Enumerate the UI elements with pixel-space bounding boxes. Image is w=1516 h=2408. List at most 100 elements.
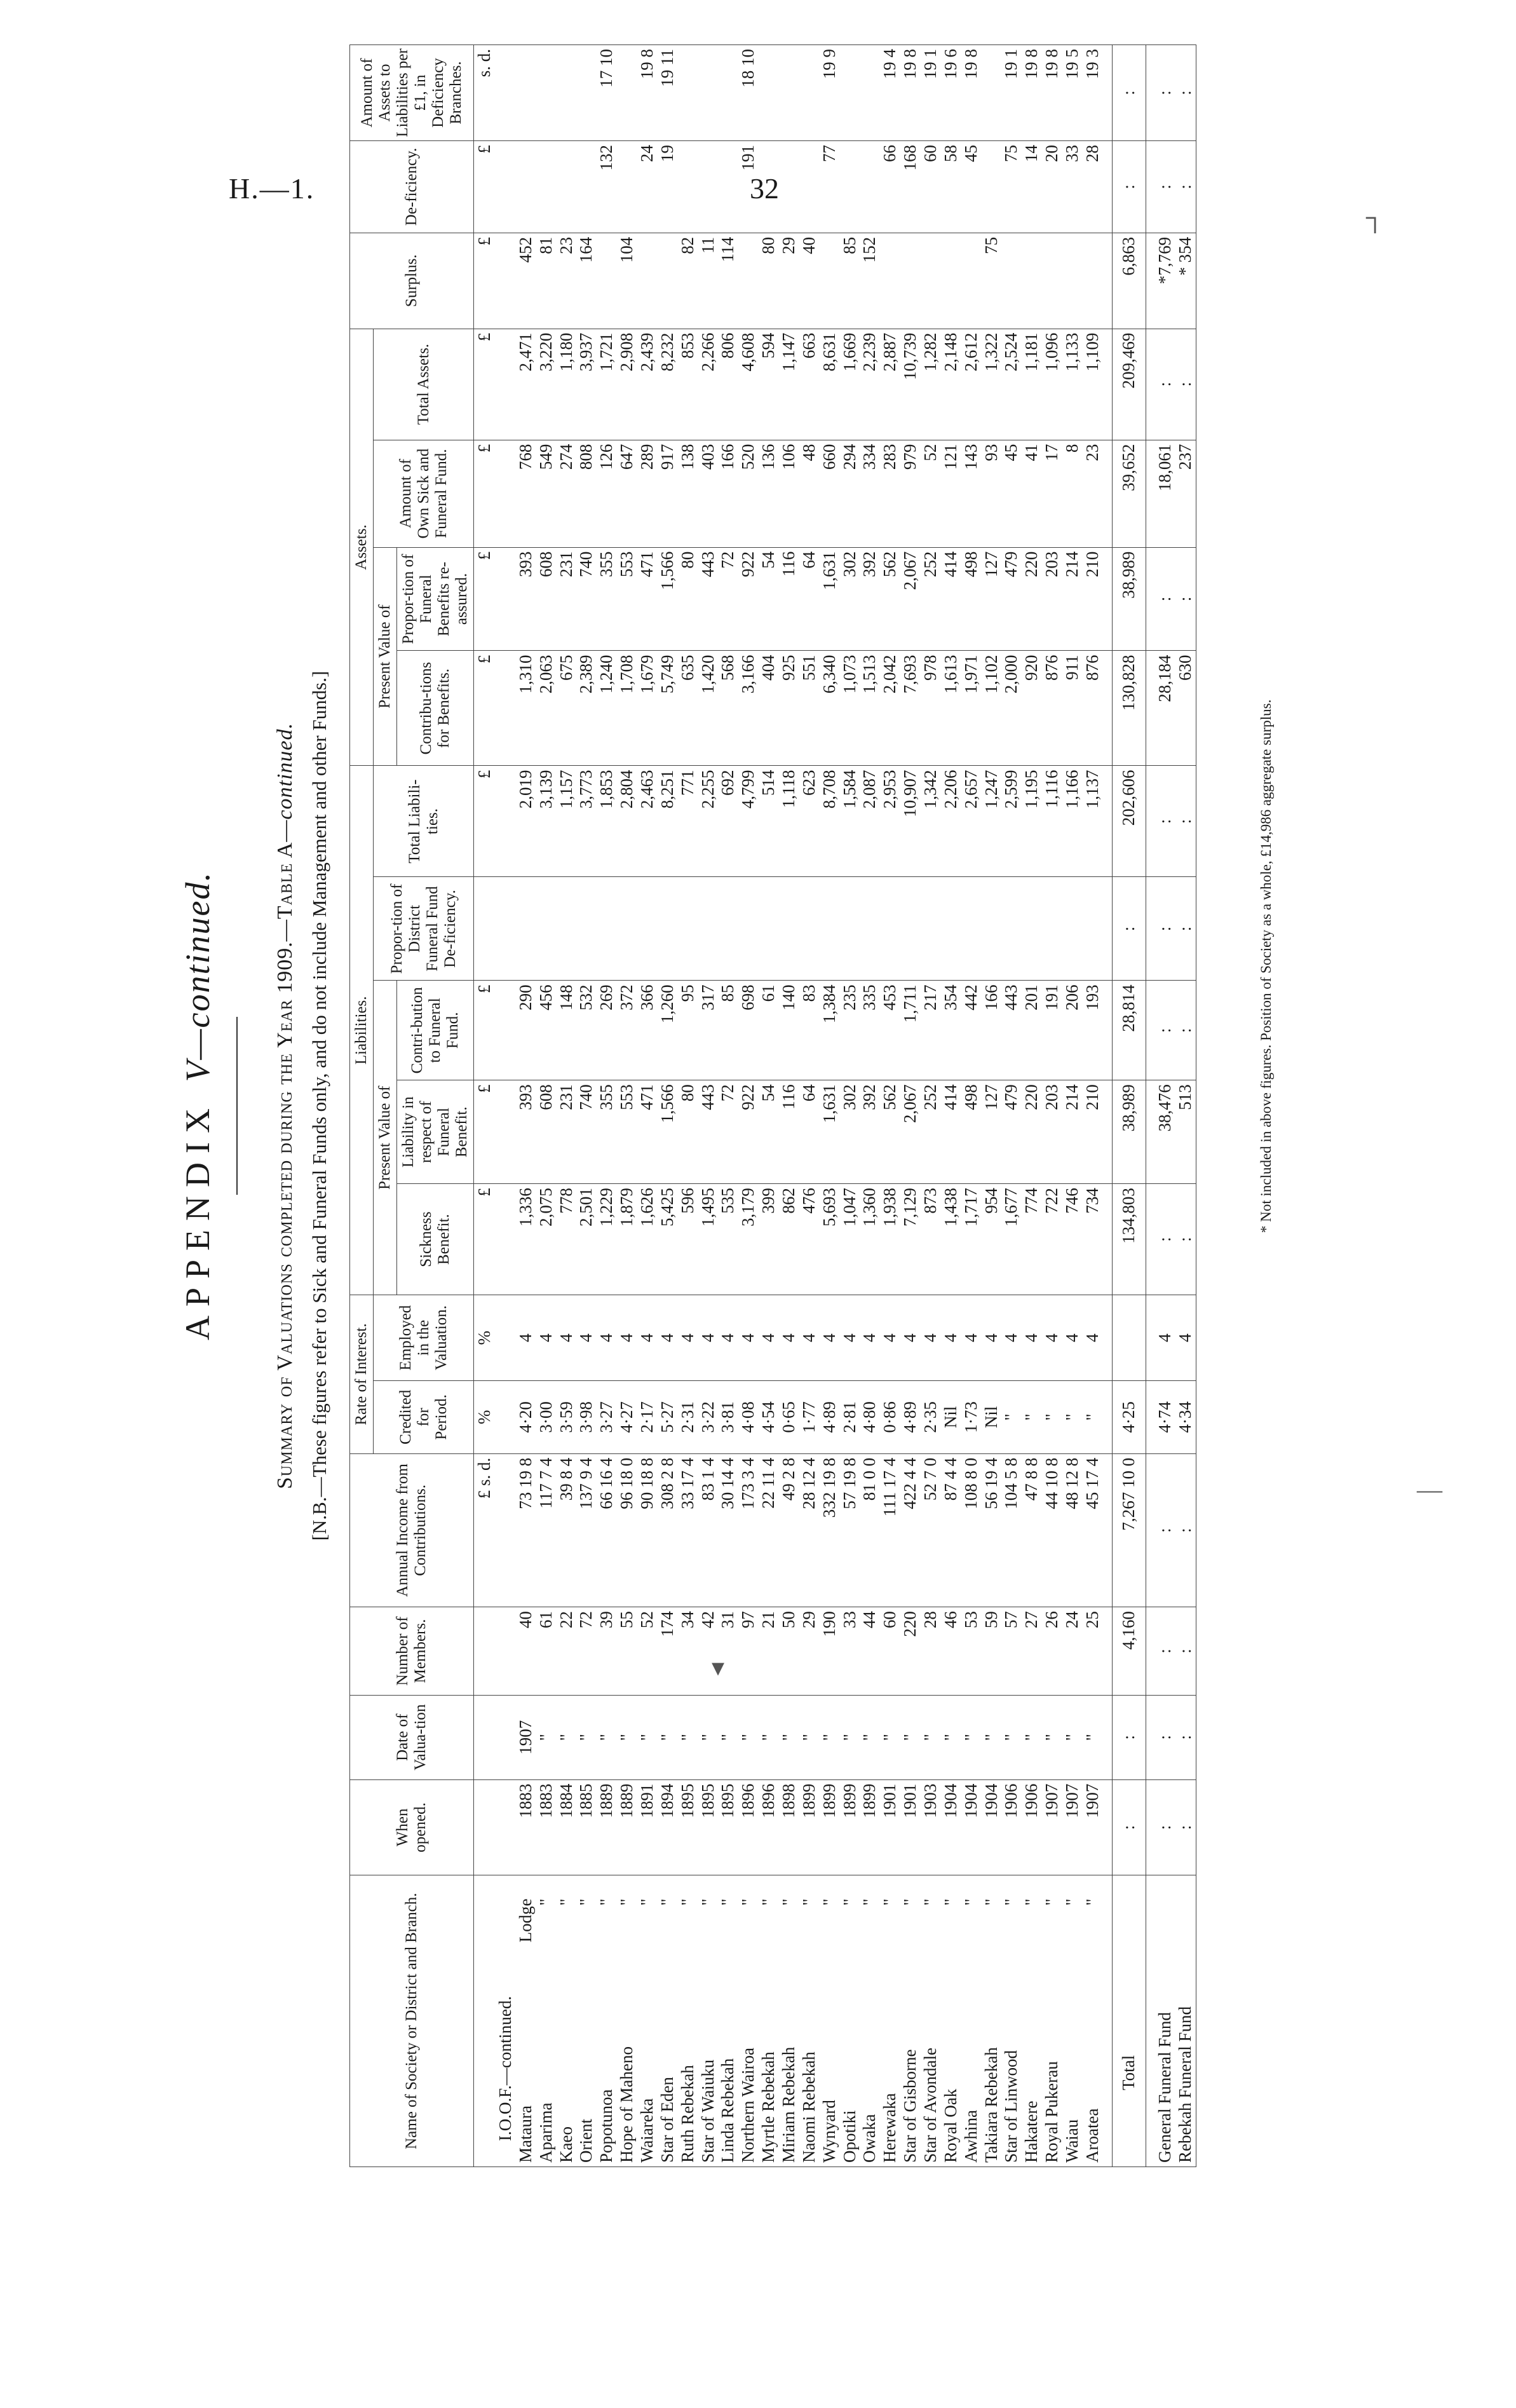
row-name: Popotunoa" bbox=[597, 1875, 618, 2167]
cell-sickness: 1,495 bbox=[698, 1183, 719, 1295]
empty-cell bbox=[496, 1695, 516, 1780]
cell-funeral-liab: 116 bbox=[779, 1080, 799, 1184]
cell-prop bbox=[677, 876, 698, 981]
cell-own-fund: 121 bbox=[940, 440, 961, 548]
cell-surplus: 75 bbox=[981, 233, 1002, 329]
row-name: Hope of Maheno" bbox=[617, 1875, 638, 2167]
cell-income: 22 11 4 bbox=[759, 1453, 780, 1607]
fund-credited: 4·74 bbox=[1154, 1380, 1175, 1454]
cell-own-fund: 808 bbox=[576, 440, 597, 548]
cell-income: 49 2 8 bbox=[779, 1453, 799, 1607]
col-pv-liab: Present Value of bbox=[373, 980, 397, 1295]
cell-deficiency bbox=[536, 140, 557, 233]
cell-employed: 4 bbox=[779, 1295, 799, 1381]
cell-income: 57 19 8 bbox=[839, 1453, 860, 1607]
cell-contrib-ff: 317 bbox=[698, 980, 719, 1080]
branch-suffix: " bbox=[819, 1898, 839, 1906]
cell-prop bbox=[779, 876, 799, 981]
cell-contrib-ff: 443 bbox=[1001, 980, 1022, 1080]
cell-surplus: 114 bbox=[718, 233, 739, 329]
cell-surplus bbox=[1022, 233, 1043, 329]
cell-per-pound bbox=[779, 44, 799, 141]
col-total-assets: Total Assets. bbox=[373, 329, 474, 440]
cell-prop-reass: 479 bbox=[1001, 547, 1022, 651]
dots-cell: : bbox=[1175, 1453, 1196, 1607]
cell-income: 28 12 4 bbox=[799, 1453, 820, 1607]
cell-credited: 3·00 bbox=[536, 1380, 557, 1454]
cell-employed: 4 bbox=[515, 1295, 536, 1381]
cell-prop-reass: 471 bbox=[637, 547, 658, 651]
branch-name: Star of Gisborne bbox=[900, 2049, 920, 2163]
cell-sickness: 1,438 bbox=[940, 1183, 961, 1295]
cell-opened: 1895 bbox=[677, 1779, 698, 1875]
branch-name: Herewaka bbox=[880, 2093, 900, 2163]
cell-total-liab: 771 bbox=[677, 766, 698, 877]
branch-suffix: " bbox=[900, 1898, 920, 1906]
cell-income: 173 3 4 bbox=[738, 1453, 759, 1607]
empty-cell bbox=[496, 233, 516, 329]
total-label: Total bbox=[1112, 1875, 1146, 2167]
row-name: Kaeo" bbox=[556, 1875, 577, 2167]
empty-cell bbox=[496, 1080, 516, 1184]
row-name: Star of Avondale" bbox=[921, 1875, 941, 2167]
branch-name: Ruth Rebekah bbox=[677, 2065, 697, 2163]
rotated-table-block: APPENDIX V—continued. Summary of Valuati… bbox=[178, 25, 1385, 2186]
cell-contrib-ben: 2,042 bbox=[880, 650, 901, 766]
unit-cell: £ bbox=[473, 233, 496, 329]
branch-suffix: " bbox=[637, 1898, 657, 1906]
cell-sickness: 2,501 bbox=[576, 1183, 597, 1295]
cell-members: 22 bbox=[556, 1607, 577, 1696]
cell-contrib-ben: 1,102 bbox=[981, 650, 1002, 766]
cell-deficiency bbox=[515, 140, 536, 233]
cell-funeral-liab: 210 bbox=[1082, 1080, 1103, 1184]
dots-cell: : bbox=[1154, 140, 1175, 233]
cell-deficiency bbox=[799, 140, 820, 233]
cell-credited: 3·59 bbox=[556, 1380, 577, 1454]
branch-suffix: " bbox=[961, 1898, 980, 1906]
cell-opened: 1899 bbox=[839, 1779, 860, 1875]
fund-funeral-liab: 38,476 bbox=[1154, 1080, 1175, 1184]
cell-total-liab: 623 bbox=[799, 766, 820, 877]
cell-funeral-liab: 214 bbox=[1062, 1080, 1083, 1184]
cell-prop-reass: 562 bbox=[880, 547, 901, 651]
empty-cell bbox=[1102, 140, 1113, 233]
cell-own-fund: 549 bbox=[536, 440, 557, 548]
empty-cell bbox=[496, 876, 516, 981]
cell-sickness: 1,938 bbox=[880, 1183, 901, 1295]
cell-income: 56 19 4 bbox=[981, 1453, 1002, 1607]
cell-opened: 1901 bbox=[880, 1779, 901, 1875]
cell-income: 39 8 4 bbox=[556, 1453, 577, 1607]
cell-surplus: 82 bbox=[677, 233, 698, 329]
cell-income: 81 0 0 bbox=[860, 1453, 881, 1607]
cell-funeral-liab: 54 bbox=[759, 1080, 780, 1184]
cell-contrib-ben: 920 bbox=[1022, 650, 1043, 766]
unit-cell: £ bbox=[473, 440, 496, 548]
branch-name: Waiareka bbox=[637, 2098, 657, 2163]
cell-opened: 1899 bbox=[860, 1779, 881, 1875]
branch-suffix: " bbox=[1022, 1898, 1041, 1906]
cell-employed: 4 bbox=[900, 1295, 921, 1381]
cell-contrib-ben: 1,613 bbox=[940, 650, 961, 766]
cell-surplus: 40 bbox=[799, 233, 820, 329]
branch-name: Hope of Maheno bbox=[617, 2046, 637, 2163]
cell-sickness: 1,360 bbox=[860, 1183, 881, 1295]
cell-contrib-ff: 83 bbox=[799, 980, 820, 1080]
branch-suffix: " bbox=[698, 1898, 717, 1906]
cell-total-liab: 1,584 bbox=[839, 766, 860, 877]
cell-deficiency: 168 bbox=[900, 140, 921, 233]
cell-contrib-ben: 876 bbox=[1082, 650, 1103, 766]
branch-suffix: " bbox=[880, 1898, 900, 1906]
cell-total-assets: 1,147 bbox=[779, 329, 799, 440]
empty-cell bbox=[1102, 1183, 1113, 1295]
dots-cell: : bbox=[1154, 876, 1175, 981]
cell-income: 83 1 4 bbox=[698, 1453, 719, 1607]
branch-name: Mataura bbox=[515, 2105, 535, 2163]
cell-prop-reass: 608 bbox=[536, 547, 557, 651]
